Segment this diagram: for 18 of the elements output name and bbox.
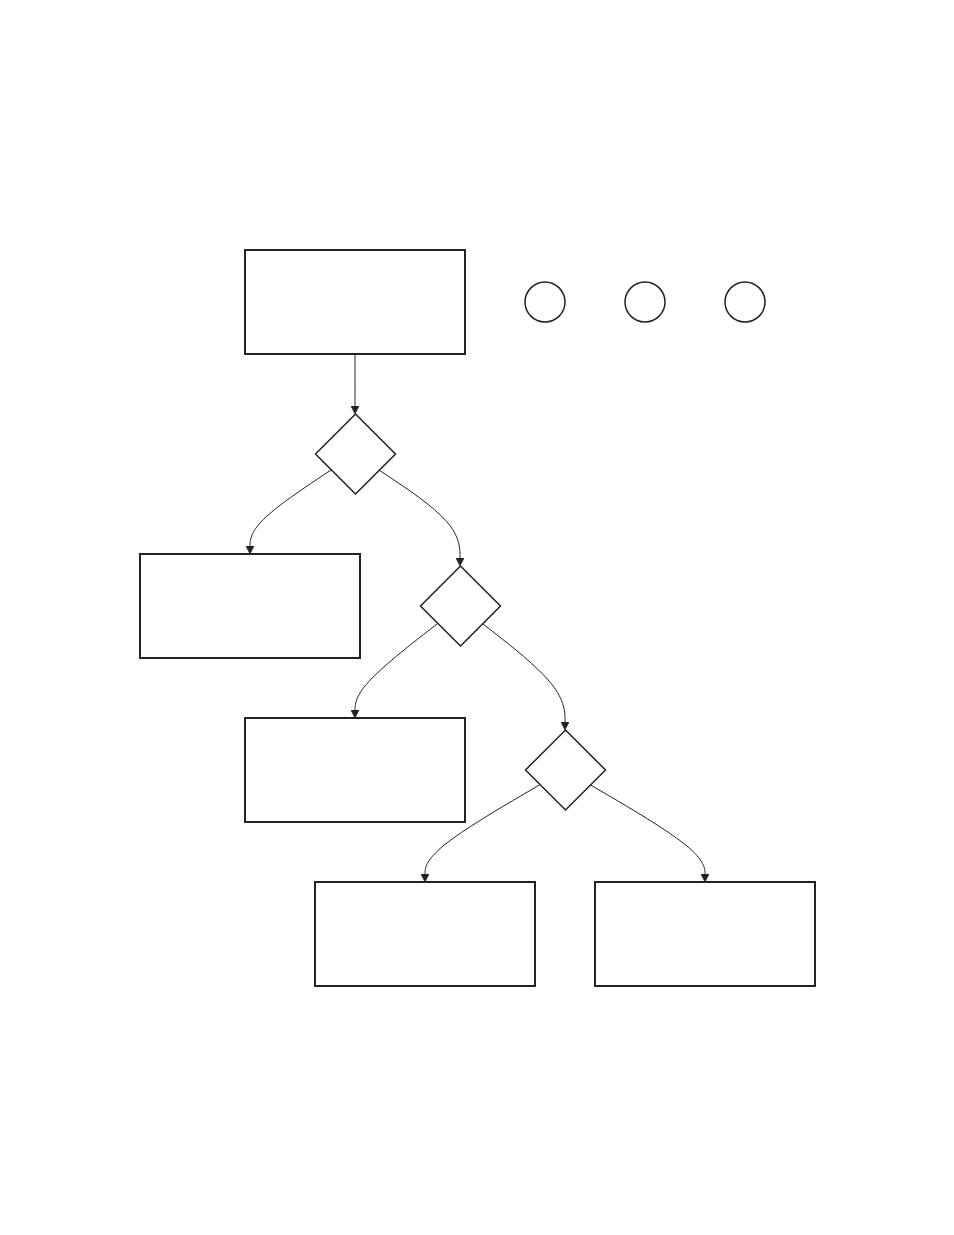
arrow: [245, 469, 331, 554]
arrow: [589, 783, 709, 882]
node-box: [138, 552, 361, 659]
node-box: [313, 880, 536, 987]
node-diamond: [523, 728, 607, 811]
arrow: [481, 622, 569, 730]
arrow: [350, 622, 438, 718]
node-circle: [523, 280, 566, 323]
node-circle: [623, 280, 666, 323]
arrow: [350, 353, 359, 414]
node-box: [593, 880, 816, 987]
node-diamond: [313, 412, 397, 495]
node-box: [243, 248, 466, 355]
node-diamond: [418, 564, 502, 647]
arrow: [420, 783, 540, 882]
node-box: [243, 716, 466, 823]
arrow: [378, 469, 464, 566]
node-circle: [723, 280, 766, 323]
